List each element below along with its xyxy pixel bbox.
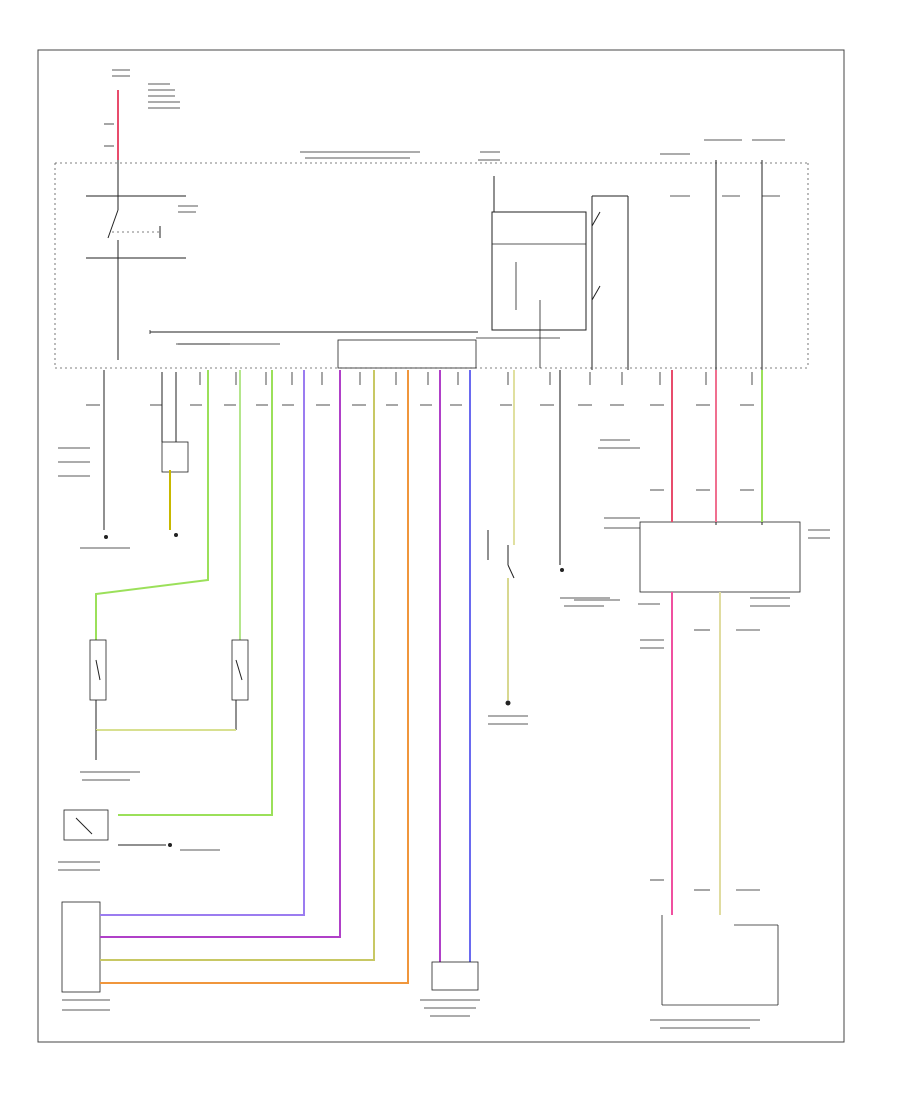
lower-switch [63, 809, 109, 841]
steering-angle-sensor [431, 961, 479, 991]
wire-green-lower-switch [118, 370, 273, 816]
headlight-relay [86, 195, 198, 360]
right-relay-block [476, 195, 629, 370]
level-sensor-box [161, 441, 189, 473]
right-control-module [639, 521, 801, 593]
left-door-switch [89, 639, 107, 730]
right-door-switch [231, 639, 249, 730]
wire-violet-bus [100, 370, 305, 916]
wire-green-left-switch [95, 370, 209, 640]
brake-switch [487, 530, 515, 579]
battery-feed-label [112, 69, 180, 109]
connector-row [103, 372, 753, 385]
yaw-rate-sensor [661, 915, 779, 1006]
module-boundary [54, 162, 809, 369]
wire-tan-bus [100, 370, 375, 961]
wire-orange-bus [100, 370, 409, 984]
diagram-frame [37, 49, 845, 1043]
wire-purple-bus [100, 370, 341, 938]
lower-control-unit [61, 901, 101, 993]
